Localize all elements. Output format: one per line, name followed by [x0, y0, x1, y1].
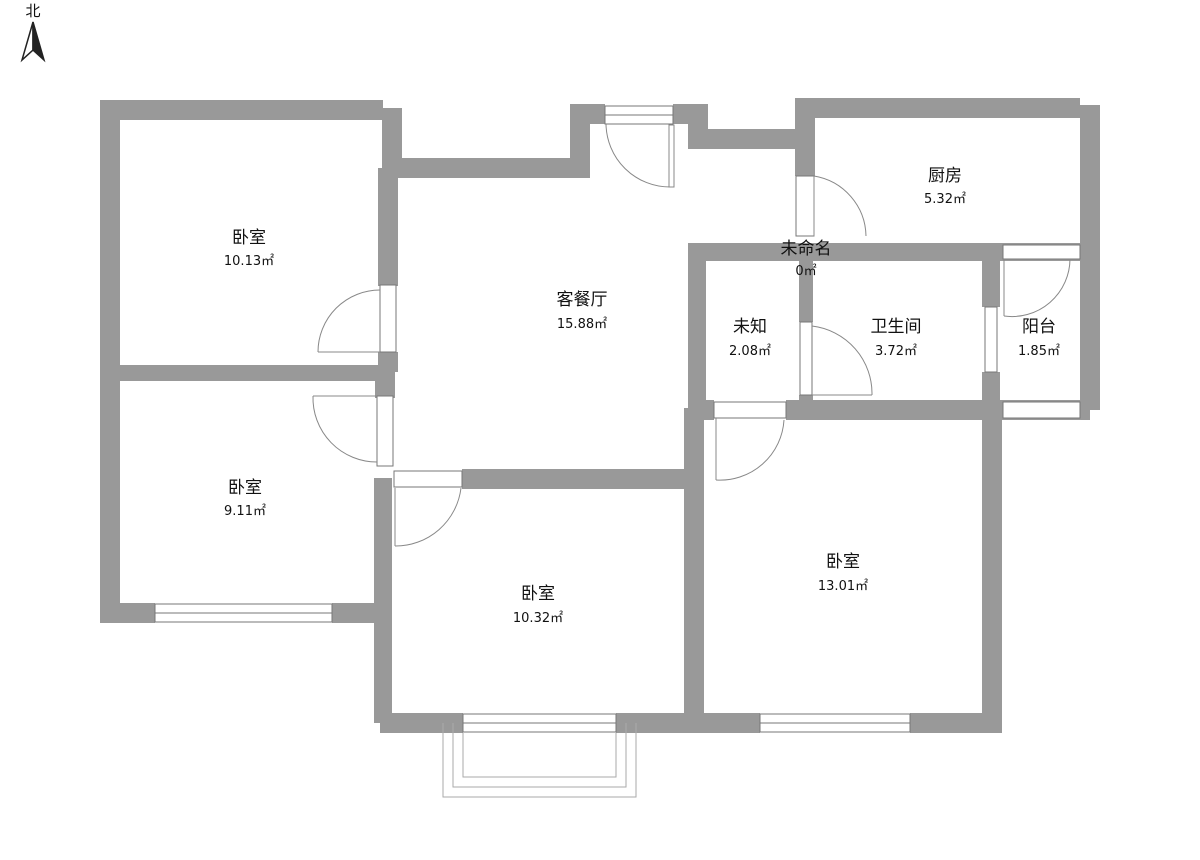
walls: [100, 98, 1100, 733]
compass: 北: [20, 2, 46, 63]
north-arrow-icon: [20, 21, 46, 63]
room-area-bedroom-se: 13.01㎡: [818, 579, 868, 594]
room-name-balcony: 阳台: [1022, 317, 1056, 337]
bedroom-nw-door: [317, 284, 397, 353]
room-area-bathroom: 3.72㎡: [875, 344, 917, 359]
room-area-kitchen: 5.32㎡: [924, 192, 966, 207]
north-label: 北: [25, 2, 40, 20]
room-name-bedroom-s: 卧室: [521, 584, 555, 604]
bedroom-se-door: [713, 401, 787, 481]
room-area-living-dining: 15.88㎡: [557, 317, 607, 332]
room-area-balcony: 1.85㎡: [1018, 344, 1060, 359]
room-name-bedroom-se: 卧室: [826, 552, 860, 572]
balcony-door: [984, 258, 1071, 373]
room-name-bathroom: 卫生间: [871, 317, 922, 337]
room-name-bedroom-w: 卧室: [228, 478, 262, 498]
room-name-unnamed: 未命名: [781, 239, 832, 259]
bedroom-w-door: [312, 395, 394, 467]
room-name-bedroom-nw: 卧室: [232, 228, 266, 248]
room-area-unknown: 2.08㎡: [729, 344, 771, 359]
room-labels: 卧室 10.13㎡ 客餐厅 15.88㎡ 厨房 5.32㎡ 未命名 0㎡ 未知 …: [224, 166, 1060, 626]
openings: [154, 105, 1081, 798]
doors: [312, 123, 1071, 547]
entrance-door: [605, 123, 675, 188]
bedroom-s-door: [393, 470, 463, 547]
room-area-unnamed: 0㎡: [795, 264, 816, 279]
kitchen-door: [795, 175, 867, 237]
room-name-unknown: 未知: [733, 317, 767, 337]
room-area-bedroom-nw: 10.13㎡: [224, 254, 274, 269]
room-area-bedroom-s: 10.32㎡: [513, 611, 563, 626]
room-name-kitchen: 厨房: [928, 166, 962, 186]
bathroom-door: [799, 321, 873, 396]
room-name-living-dining: 客餐厅: [557, 290, 608, 310]
room-area-bedroom-w: 9.11㎡: [224, 504, 266, 519]
